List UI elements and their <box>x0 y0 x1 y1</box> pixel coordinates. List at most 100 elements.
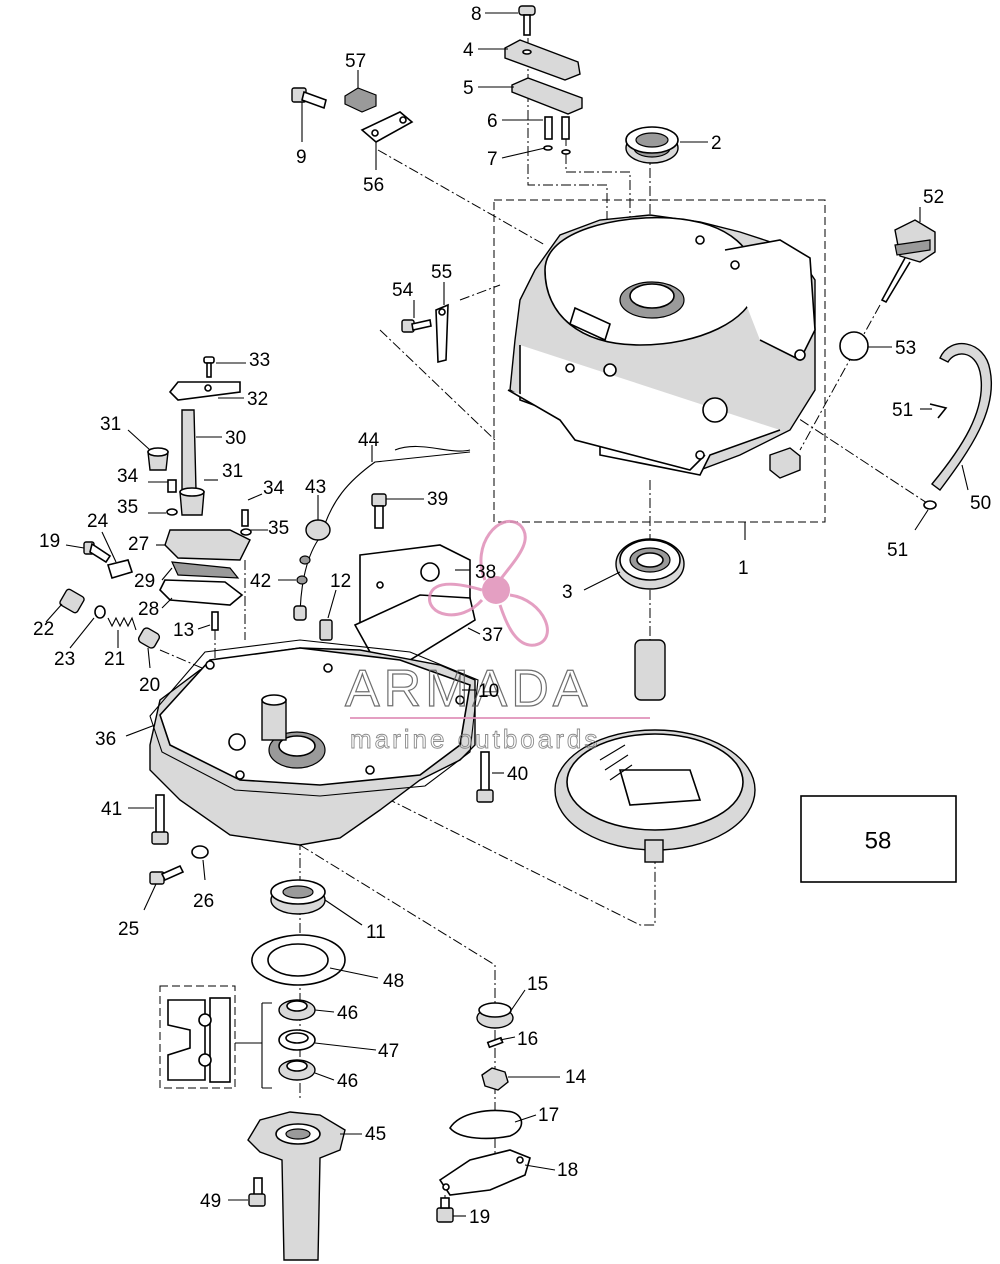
label-12: 12 <box>330 571 351 592</box>
label-24: 24 <box>87 511 109 532</box>
label-30: 30 <box>225 428 246 449</box>
label-31-right: 31 <box>222 461 243 482</box>
part-47-ring <box>278 1029 316 1051</box>
label-11: 11 <box>366 922 386 943</box>
label-18: 18 <box>557 1160 578 1181</box>
part-46-seal-top <box>278 999 316 1021</box>
label-10: 10 <box>478 681 499 702</box>
label-51-bottom: 51 <box>887 540 908 561</box>
label-38: 38 <box>475 562 496 583</box>
part-46-seal-bottom <box>278 1059 316 1081</box>
part-29-gasket <box>171 561 240 579</box>
label-47: 47 <box>378 1041 399 1062</box>
label-50: 50 <box>970 493 991 514</box>
label-57: 57 <box>345 51 366 72</box>
part-18-cover <box>438 1149 531 1196</box>
part-57-clip <box>344 87 377 113</box>
ref-box-58: 58 <box>800 795 957 883</box>
part-21-spring <box>107 616 137 631</box>
part-20-cap <box>137 627 161 649</box>
label-6: 6 <box>487 111 498 132</box>
label-35-left: 35 <box>117 497 138 518</box>
label-5: 5 <box>463 78 474 99</box>
part-19-bolt-bottom <box>436 1197 454 1223</box>
part-51-clips <box>923 403 948 510</box>
part-25-bolt <box>149 864 185 885</box>
part-32-bracket <box>168 381 241 401</box>
label-32: 32 <box>247 389 268 410</box>
inset-bearing-detail <box>167 997 231 1083</box>
inset-box-bearing-detail <box>159 985 236 1089</box>
watermark-blade-1 <box>479 519 527 581</box>
label-28: 28 <box>138 599 159 620</box>
label-8: 8 <box>471 4 482 25</box>
label-22: 22 <box>33 619 54 640</box>
label-34-left: 34 <box>117 466 139 487</box>
label-29: 29 <box>134 571 155 592</box>
label-17: 17 <box>538 1105 559 1126</box>
part-45-housing <box>247 1111 346 1261</box>
label-14: 14 <box>565 1067 587 1088</box>
part-16-pin <box>486 1036 504 1049</box>
part-53-o-ring <box>839 331 869 361</box>
label-21: 21 <box>104 649 125 670</box>
part-40-bolt <box>476 751 494 803</box>
assembly-box-1 <box>493 199 826 523</box>
part-22-plug <box>59 588 85 614</box>
label-36: 36 <box>95 729 116 750</box>
label-40: 40 <box>507 764 528 785</box>
part-3-bearing <box>615 538 685 590</box>
part-31-grommets <box>147 447 205 516</box>
label-1: 1 <box>738 558 749 579</box>
watermark-blade-3 <box>428 582 484 617</box>
part-26-washer <box>191 845 209 859</box>
ref-box-58-label: 58 <box>865 827 892 854</box>
label-27: 27 <box>128 534 149 555</box>
watermark-tagline: marine outboards <box>350 724 600 754</box>
part-6-pins <box>544 116 570 140</box>
part-4-plate <box>504 39 581 81</box>
part-10-crankcase <box>149 647 476 846</box>
propeller-logo <box>428 519 549 647</box>
part-54-bolt <box>401 319 432 333</box>
label-55: 55 <box>431 262 452 283</box>
label-26: 26 <box>193 891 214 912</box>
label-46-bottom: 46 <box>337 1071 358 1092</box>
part-5-gasket <box>511 77 583 115</box>
label-31-left: 31 <box>100 414 121 435</box>
part-36-gasket <box>149 639 479 797</box>
part-elbow-fitting <box>769 447 801 479</box>
label-16: 16 <box>517 1029 538 1050</box>
callouts: 8 4 5 6 7 2 57 9 56 52 53 54 55 33 32 31… <box>33 4 991 1228</box>
part-28-valve-plate <box>159 579 244 606</box>
label-56: 56 <box>363 175 384 196</box>
label-42: 42 <box>250 571 271 592</box>
part-55-plate <box>435 303 449 364</box>
label-43: 43 <box>305 477 326 498</box>
part-12-clip <box>319 619 333 641</box>
label-19-bottom: 19 <box>469 1207 490 1228</box>
label-34-right: 34 <box>263 478 285 499</box>
part-7-washers <box>543 145 571 155</box>
label-52: 52 <box>923 187 944 208</box>
part-33-screw <box>203 356 215 378</box>
label-45: 45 <box>365 1124 386 1145</box>
part-23-washer <box>94 605 106 619</box>
part-9-bolt <box>291 87 327 110</box>
part-50-hose <box>930 342 992 491</box>
part-56-bracket <box>360 111 414 143</box>
label-2: 2 <box>711 133 722 154</box>
watermark-hub <box>482 576 510 604</box>
part-27-cover <box>164 529 251 561</box>
part-8-screw <box>518 5 536 36</box>
label-23: 23 <box>54 649 75 670</box>
armada-watermark: ARMADA marine outboards <box>344 519 650 754</box>
label-51-top: 51 <box>892 400 913 421</box>
leader-lines <box>159 20 931 1210</box>
label-54: 54 <box>392 280 414 301</box>
label-39: 39 <box>427 489 448 510</box>
label-48: 48 <box>383 971 404 992</box>
part-41-bolt <box>151 794 169 845</box>
part-43-sensor <box>305 519 331 541</box>
